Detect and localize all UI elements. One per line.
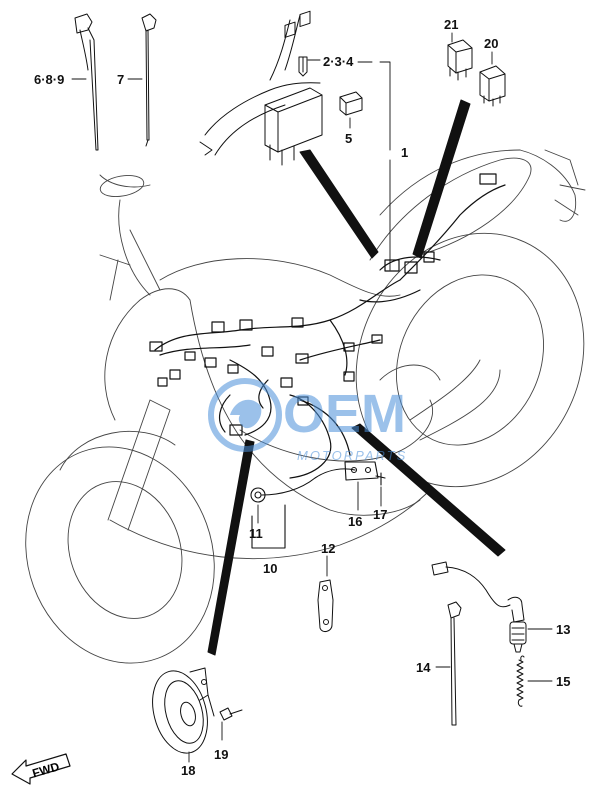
leader-lines <box>71 32 553 763</box>
callout-20: 20 <box>484 36 499 51</box>
fuse-box-assembly <box>199 10 506 166</box>
motorcycle-outline <box>25 149 586 664</box>
callout-19: 19 <box>214 747 229 762</box>
callout-7: 7 <box>117 72 125 87</box>
callout-14: 14 <box>416 660 431 675</box>
callout-15: 15 <box>556 674 571 689</box>
sensor-cable-assembly <box>250 461 386 549</box>
horn-assembly <box>152 667 243 754</box>
callout-17: 17 <box>373 507 388 522</box>
sensor-13-assembly <box>431 561 527 707</box>
callout-16: 16 <box>348 514 363 529</box>
bracket-12 <box>317 579 334 633</box>
pointer-wedges <box>207 99 506 656</box>
callout-10: 10 <box>263 561 278 576</box>
cable-ties <box>74 13 462 726</box>
fwd-label: FWD <box>31 759 61 780</box>
wiring-harness <box>149 173 506 479</box>
callout-5: 5 <box>345 131 353 146</box>
callout-13: 13 <box>556 622 571 637</box>
callout-21: 21 <box>444 17 459 32</box>
callout-1: 1 <box>401 145 409 160</box>
callout-18: 18 <box>181 763 196 778</box>
callout-6-8-9: 6·8·9 <box>34 72 65 87</box>
callout-2-3-4: 2·3·4 <box>323 54 354 69</box>
fwd-arrow-icon: FWD <box>11 753 71 785</box>
callout-12: 12 <box>321 541 336 556</box>
callout-11: 11 <box>249 526 263 541</box>
